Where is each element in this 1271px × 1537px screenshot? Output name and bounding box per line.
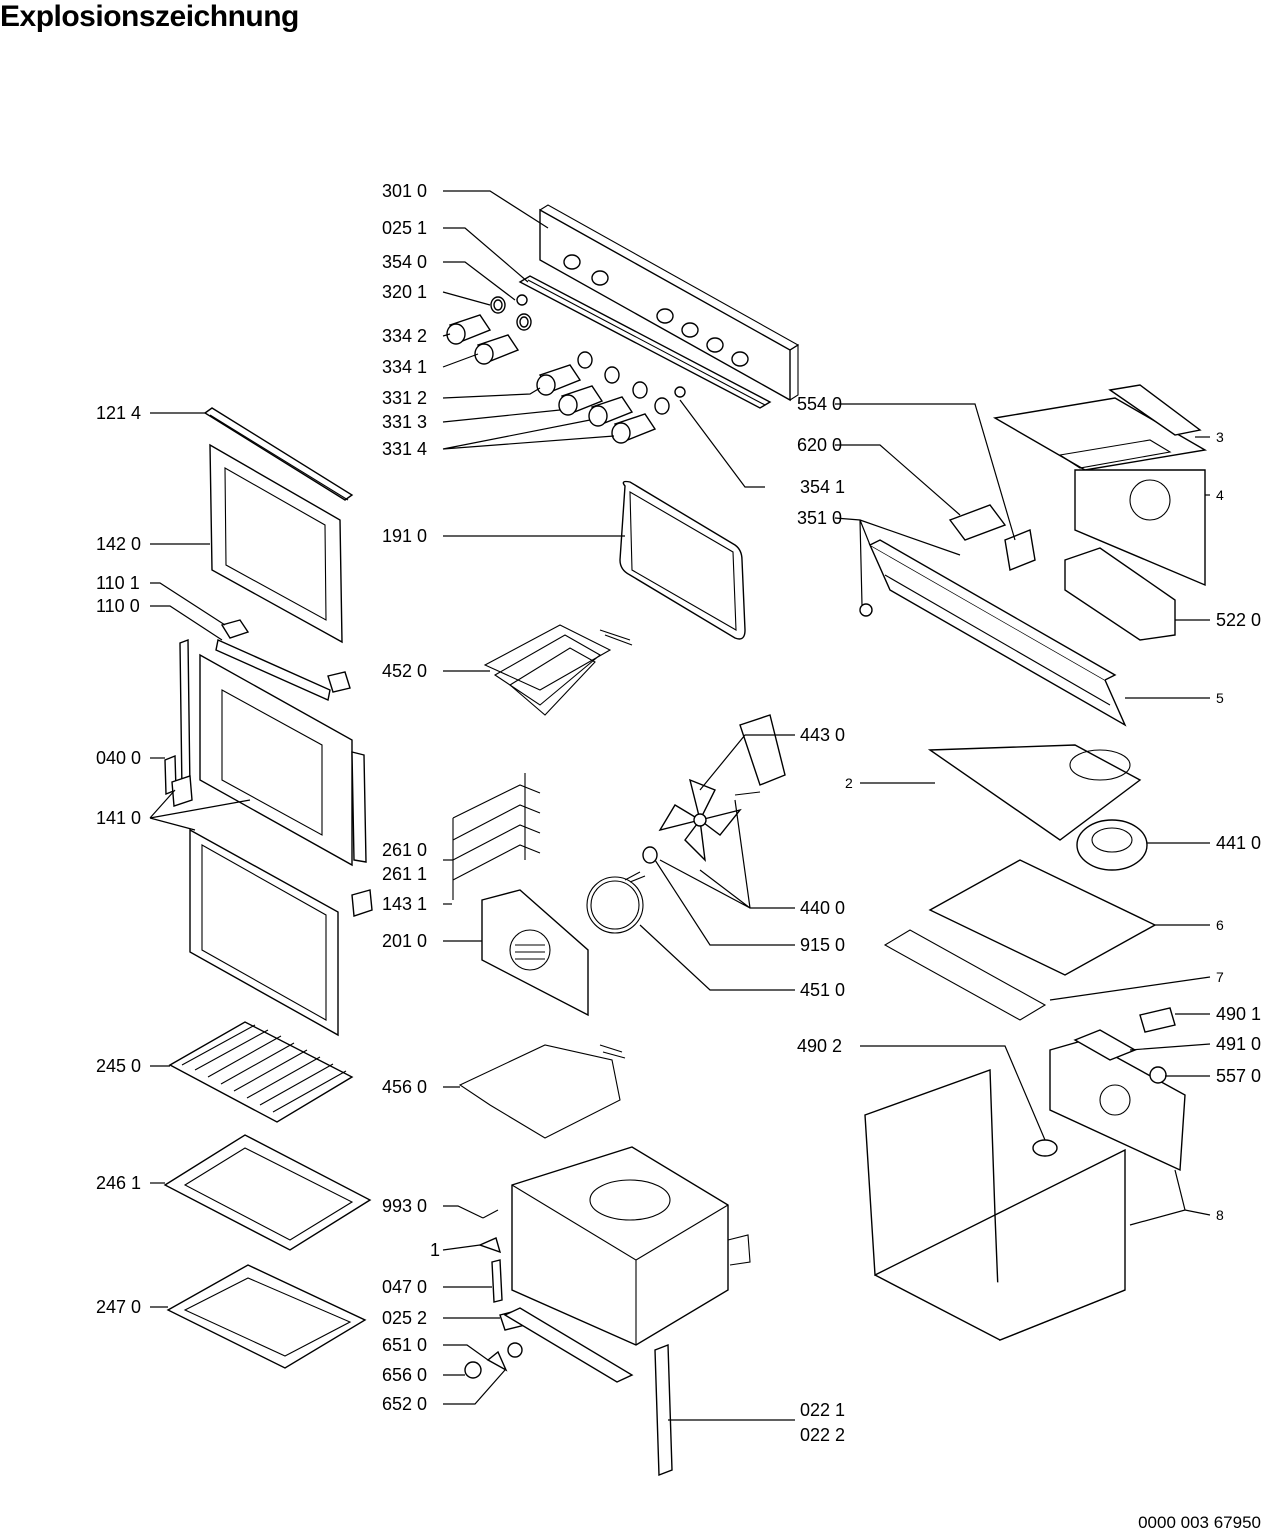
part-label: 301 0 [382,181,427,201]
part-label: 490 1 [1216,1004,1261,1024]
door-top-trim [203,407,354,501]
relay-board [948,504,1007,541]
control-panel-fascia [539,204,800,402]
part-label: 6 [1216,917,1224,933]
oven-cavity [503,1146,751,1383]
electronic-module [1064,547,1176,641]
shelf-runners [452,773,541,900]
part-label: 334 1 [382,357,427,377]
part-label: 022 1 [800,1400,845,1420]
part-label: 1 [430,1240,440,1260]
outer-housing [864,1069,1126,1342]
leader-lines [149,190,1211,1421]
fan-cover [481,889,589,1017]
door-outer-glass [209,443,343,644]
deflector-plate [927,744,1142,841]
part-label: 5 [1216,690,1224,706]
part-label: 354 0 [382,252,427,272]
part-label: 2 [845,775,853,791]
part-label: 620 0 [797,435,842,455]
back-module [1049,1007,1186,1172]
insulation-plate [883,859,1157,1021]
top-heating-element [483,624,633,716]
part-label: 201 0 [382,931,427,951]
part-label: 025 2 [382,1308,427,1328]
part-label: 3 [1216,429,1224,445]
part-label: 121 4 [96,403,141,423]
part-label: 331 2 [382,388,427,408]
document-number: 0000 003 67950 [1138,1513,1261,1532]
deep-pan [166,1264,367,1369]
part-label: 651 0 [382,1335,427,1355]
part-label: 334 2 [382,326,427,346]
fan-blade [642,778,742,864]
part-label: 441 0 [1216,833,1261,853]
part-label: 191 0 [382,526,427,546]
part-label: 246 1 [96,1173,141,1193]
part-label: 656 0 [382,1365,427,1385]
part-label: 993 0 [382,1196,427,1216]
door-inner-seal [189,828,339,1037]
bottom-heating-element [458,1044,626,1139]
part-label: 4 [1216,487,1224,503]
part-label: 261 0 [382,840,427,860]
part-labels: 301 0 025 1 354 0 320 1 334 2 334 1 331 … [96,181,1261,1445]
part-label: 143 1 [382,894,427,914]
part-label: 022 2 [800,1425,845,1445]
part-label: 025 1 [382,218,427,238]
part-label: 320 1 [382,282,427,302]
part-label: 331 3 [382,412,427,432]
rear-panel [1074,469,1206,587]
cooling-fan [1076,819,1148,871]
part-label: 142 0 [96,534,141,554]
control-knobs [446,294,686,444]
part-label: 652 0 [382,1394,427,1414]
control-housing [859,539,1127,727]
part-label: 443 0 [800,725,845,745]
part-label: 040 0 [96,748,141,768]
part-label: 110 1 [96,573,140,593]
part-label: 245 0 [96,1056,141,1076]
part-label: 110 0 [96,596,140,616]
part-label: 047 0 [382,1277,427,1297]
thermostat [1004,529,1036,571]
part-label: 7 [1216,969,1224,985]
part-label: 554 0 [797,394,842,414]
part-label: 8 [1216,1207,1224,1223]
part-label: 915 0 [800,935,845,955]
side-rail [654,1343,673,1477]
part-label: 351 0 [797,508,842,528]
fan-motor [734,714,786,796]
door-hinge-parts [215,619,351,701]
part-label: 354 1 [800,477,845,497]
part-label: 522 0 [1216,610,1261,630]
part-label: 440 0 [800,898,845,918]
control-panel-bracket [518,275,772,409]
part-label: 451 0 [800,980,845,1000]
circular-heater [586,871,646,934]
part-label: 247 0 [96,1297,141,1317]
part-label: 557 0 [1216,1066,1261,1086]
part-label: 456 0 [382,1077,427,1097]
part-label: 141 0 [96,808,141,828]
baking-tray [163,1134,372,1251]
part-label: 261 1 [382,864,427,884]
part-label: 490 2 [797,1036,842,1056]
door-frame [164,638,373,917]
wire-shelf [168,1021,354,1123]
part-label: 331 4 [382,439,427,459]
part-label: 491 0 [1216,1034,1261,1054]
oven-door-seal [619,480,746,640]
top-cover-plate [992,384,1208,471]
page-title: Explosionszeichnung [0,0,299,33]
part-label: 452 0 [382,661,427,681]
